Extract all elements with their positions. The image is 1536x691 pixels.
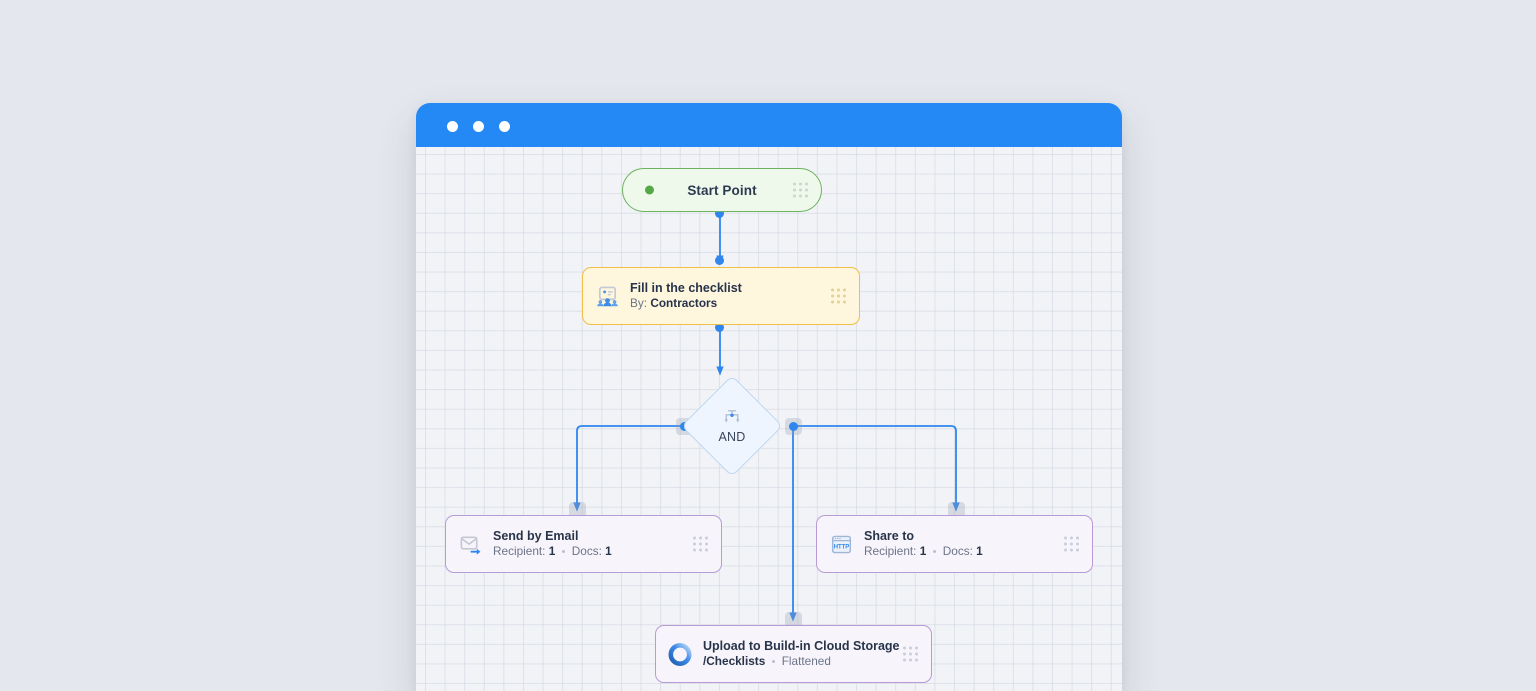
http-window-icon: HTTP — [829, 532, 853, 556]
node-upload-meta-label-1: /Checklists — [703, 654, 766, 669]
port-share-top[interactable] — [948, 502, 965, 519]
node-upload-title: Upload to Build-in Cloud Storage — [703, 638, 900, 653]
node-share-to[interactable]: HTTP Share to Recipient: 1 • Docs: 1 — [816, 515, 1093, 573]
node-email-meta-value-1: 1 — [548, 544, 556, 559]
gateway-label: AND — [718, 429, 746, 444]
node-share-meta-value-1: 1 — [919, 544, 927, 559]
node-email-meta: Recipient: 1 • Docs: 1 — [493, 545, 612, 559]
status-dot-icon — [645, 185, 654, 195]
node-task-subtitle-value: Contractors — [650, 296, 718, 311]
split-branch-icon — [724, 409, 740, 422]
node-share-meta-value-2: 1 — [976, 544, 983, 559]
meta-separator: • — [771, 656, 776, 669]
cloud-storage-ring-icon — [668, 642, 692, 666]
maximize-dot-icon[interactable] — [499, 121, 510, 132]
node-task-text: Fill in the checklist By: Contractors — [630, 281, 742, 311]
node-upload-text: Upload to Build-in Cloud Storage /Checkl… — [703, 639, 900, 669]
drag-handle-icon[interactable] — [793, 182, 808, 198]
node-task-subtitle: By: Contractors — [630, 297, 742, 311]
drag-handle-icon[interactable] — [693, 536, 708, 552]
port-task-top[interactable] — [711, 252, 728, 269]
node-task-subtitle-prefix: By: — [630, 296, 648, 311]
node-share-meta-label-1: Recipient: — [864, 544, 917, 559]
workflow-canvas[interactable]: Start Point — [416, 147, 1122, 691]
window-titlebar — [416, 103, 1122, 147]
node-email-meta-label-1: Recipient: — [493, 544, 546, 559]
browser-window: Start Point — [416, 103, 1122, 691]
node-email-meta-value-2: 1 — [605, 544, 612, 559]
edge-gateway-to-share — [793, 425, 960, 512]
node-send-by-email[interactable]: Send by Email Recipient: 1 • Docs: 1 — [445, 515, 722, 573]
node-email-text: Send by Email Recipient: 1 • Docs: 1 — [493, 529, 612, 559]
drag-handle-icon[interactable] — [903, 646, 918, 662]
node-email-meta-label-2: Docs: — [571, 544, 602, 559]
node-start-label: Start Point — [687, 182, 757, 198]
node-upload-meta: /Checklists • Flattened — [703, 655, 900, 669]
port-email-top[interactable] — [569, 502, 586, 519]
svg-text:HTTP: HTTP — [833, 544, 849, 550]
node-fill-in-checklist[interactable]: Fill in the checklist By: Contractors — [582, 267, 860, 325]
drag-handle-icon[interactable] — [831, 288, 846, 304]
node-share-meta: Recipient: 1 • Docs: 1 — [864, 545, 983, 559]
meta-separator: • — [932, 546, 937, 559]
node-email-title: Send by Email — [493, 528, 579, 543]
edge-gateway-to-email — [573, 425, 684, 512]
node-share-title: Share to — [864, 528, 915, 543]
gateway-content: AND — [681, 375, 783, 477]
node-start-point[interactable]: Start Point — [622, 168, 822, 212]
node-share-meta-label-2: Docs: — [942, 544, 973, 559]
node-upload-to-cloud-storage[interactable]: Upload to Build-in Cloud Storage /Checkl… — [655, 625, 932, 683]
assign-to-people-icon — [595, 284, 619, 308]
close-dot-icon[interactable] — [447, 121, 458, 132]
minimize-dot-icon[interactable] — [473, 121, 484, 132]
meta-separator: • — [561, 546, 566, 559]
drag-handle-icon[interactable] — [1064, 536, 1079, 552]
node-and-gateway[interactable]: AND — [681, 375, 783, 477]
port-gateway-right[interactable] — [785, 418, 802, 435]
node-upload-meta-label-2: Flattened — [781, 654, 831, 669]
node-task-title: Fill in the checklist — [630, 281, 742, 296]
envelope-send-icon — [458, 532, 482, 556]
port-task-bottom[interactable] — [711, 319, 728, 336]
port-start-bottom[interactable] — [711, 205, 728, 222]
node-share-text: Share to Recipient: 1 • Docs: 1 — [864, 529, 983, 559]
port-upload-top[interactable] — [785, 612, 802, 629]
